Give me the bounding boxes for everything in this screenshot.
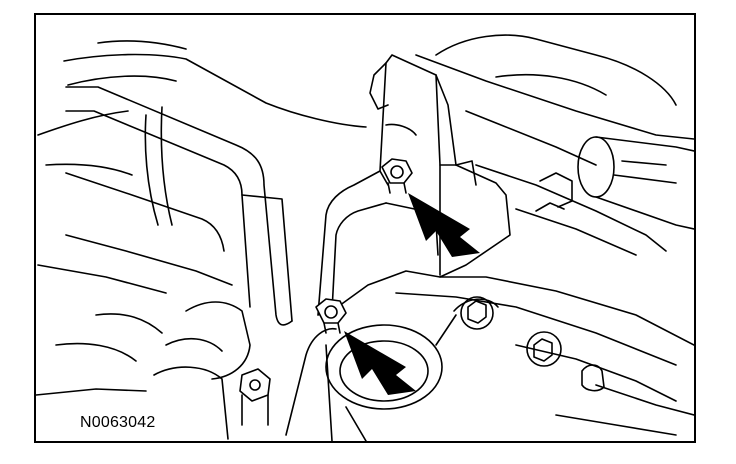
lower-left-mount (36, 301, 337, 440)
upper-right-assembly (415, 34, 694, 256)
figure-frame: N0063042 (34, 13, 696, 443)
upper-bolt (381, 158, 413, 194)
figure-id-label: N0063042 (78, 414, 158, 432)
upper-arrow (408, 193, 480, 257)
left-heat-shield (37, 86, 293, 326)
upper-left-housing (37, 40, 367, 176)
lower-arrow (344, 331, 416, 395)
cylinder-part (577, 136, 694, 230)
central-bracket (317, 54, 511, 316)
right-housing (395, 276, 694, 436)
technical-illustration (36, 34, 694, 441)
lower-bolt (315, 298, 347, 334)
lower-bore (325, 314, 457, 441)
